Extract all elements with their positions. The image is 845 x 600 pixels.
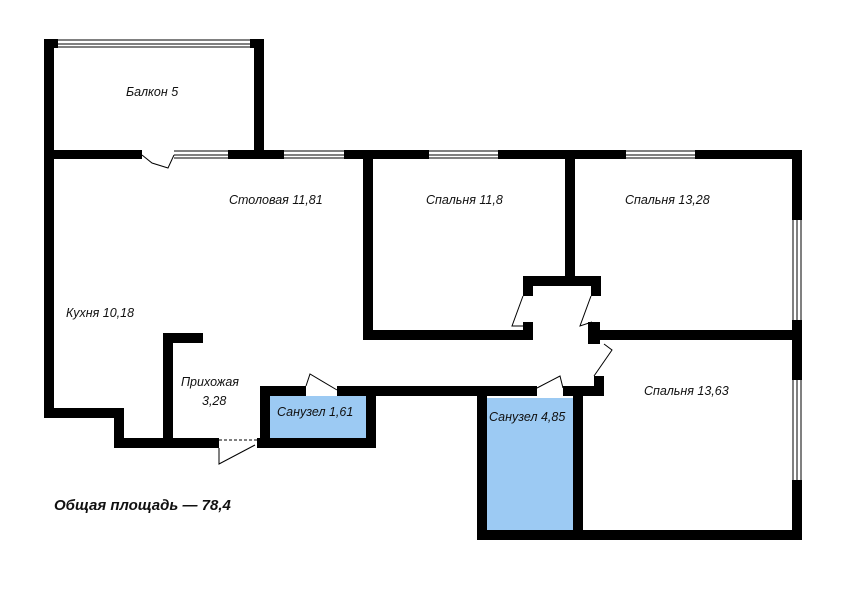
room-label-bathroom-small: Санузел 1,61 [277, 405, 353, 419]
doors [141, 154, 613, 465]
room-label-bedroom-2: Спальня 13,28 [625, 193, 710, 207]
total-area-label: Общая площадь — 78,4 [54, 497, 232, 514]
bathroom-small-fill [270, 396, 366, 438]
walls [44, 39, 802, 540]
room-label-dining: Столовая 11,81 [229, 193, 323, 207]
room-label-balcony: Балкон 5 [126, 85, 178, 99]
room-label-bedroom-3: Спальня 13,63 [644, 384, 729, 398]
bathroom-large-fill [487, 398, 573, 530]
room-label-bathroom-large: Санузел 4,85 [489, 410, 565, 424]
room-label-hall-area: 3,28 [202, 394, 226, 408]
room-label-hall: Прихожая [181, 375, 239, 389]
windows [58, 39, 802, 480]
room-label-kitchen: Кухня 10,18 [66, 306, 134, 320]
room-label-bedroom-1: Спальня 11,8 [426, 193, 503, 207]
